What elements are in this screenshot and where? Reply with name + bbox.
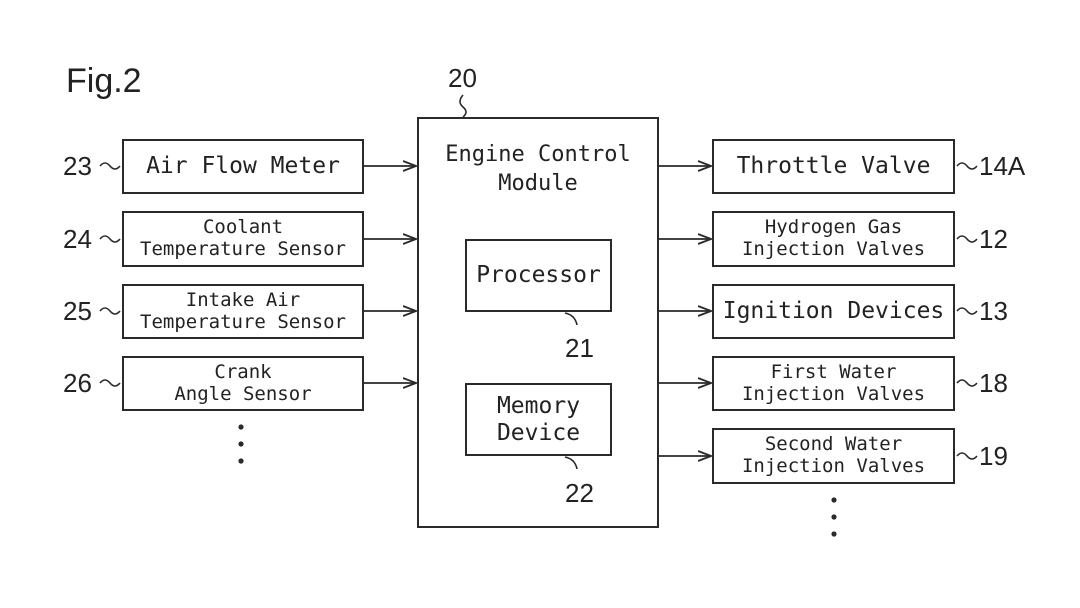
input-label-line1: Intake Air	[185, 288, 301, 311]
throttle-valve-box: Throttle Valve	[712, 139, 955, 194]
second-water-valves-box: Second Water Injection Valves	[712, 428, 955, 484]
output-label-line1: First Water	[770, 360, 897, 383]
output-label-line1: Second Water	[764, 433, 903, 456]
leader-20	[459, 94, 467, 118]
ecm-title-line1: Engine Control	[445, 142, 631, 167]
ref-output: 12	[979, 224, 1008, 254]
input-label-line2: Temperature Sensor	[140, 238, 346, 260]
output-label-line2: Injection Valves	[741, 455, 926, 477]
figure-title: Fig.2	[66, 62, 142, 100]
leader-23	[99, 162, 121, 170]
memory-label-line1: Memory	[496, 393, 581, 420]
output-label-line2: Injection Valves	[741, 382, 926, 405]
leader-22	[564, 456, 578, 470]
ref-ecm: 20	[448, 63, 477, 93]
leader-25	[99, 307, 121, 315]
ref-input: 24	[63, 224, 92, 254]
ref-output: 19	[979, 441, 1008, 471]
air-flow-meter-box: Air Flow Meter	[122, 139, 364, 194]
leader-14a	[956, 162, 978, 170]
leader-21	[564, 312, 578, 326]
input-label-line1: Crank	[214, 360, 272, 383]
first-water-valves-box: First Water Injection Valves	[712, 356, 955, 411]
leader-13	[956, 307, 978, 315]
coolant-sensor-box: Coolant Temperature Sensor	[122, 211, 364, 267]
ellipsis-outputs	[831, 497, 837, 537]
ref-output: 18	[979, 368, 1008, 398]
engine-control-module: Engine Control Module	[417, 117, 659, 528]
input-label-line1: Air Flow Meter	[146, 153, 340, 180]
output-label-line1: Ignition Devices	[722, 298, 945, 325]
input-label-line2: Angle Sensor	[174, 382, 312, 405]
ref-memory: 22	[565, 478, 594, 508]
ref-input: 26	[63, 368, 92, 398]
ecm-title-line2: Module	[498, 170, 578, 196]
processor-label: Processor	[476, 262, 601, 289]
intake-air-sensor-box: Intake Air Temperature Sensor	[122, 284, 364, 339]
ignition-devices-box: Ignition Devices	[712, 284, 955, 339]
ellipsis-inputs	[238, 424, 244, 464]
output-label-line2: Injection Valves	[741, 238, 926, 260]
output-label-line1: Throttle Valve	[736, 153, 931, 180]
ref-input: 25	[63, 296, 92, 326]
ref-input: 23	[63, 151, 92, 181]
memory-device-box: Memory Device	[465, 383, 612, 456]
ref-output: 14A	[979, 151, 1026, 181]
ref-output: 13	[979, 296, 1008, 326]
leader-12	[956, 235, 978, 243]
processor-box: Processor	[465, 239, 612, 312]
leader-24	[99, 235, 121, 243]
leader-18	[956, 379, 978, 387]
ref-processor: 21	[565, 333, 594, 363]
hydrogen-valves-box: Hydrogen Gas Injection Valves	[712, 211, 955, 267]
ecm-title: Engine Control Module	[419, 141, 657, 198]
output-label-line1: Hydrogen Gas	[764, 216, 903, 239]
memory-label-line2: Device	[496, 419, 581, 446]
crank-angle-sensor-box: Crank Angle Sensor	[122, 356, 364, 411]
leader-19	[956, 452, 978, 460]
input-label-line1: Coolant	[202, 216, 284, 239]
input-label-line2: Temperature Sensor	[140, 310, 346, 333]
leader-26	[99, 379, 121, 387]
